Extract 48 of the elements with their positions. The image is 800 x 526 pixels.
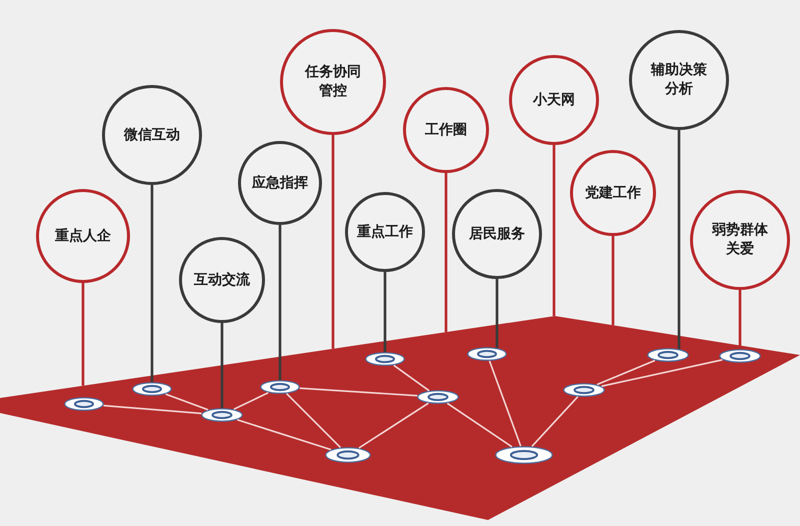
disc-marker — [365, 352, 405, 366]
circle-label: 微信互动 — [122, 126, 181, 144]
circle-label: 居民服务 — [468, 224, 526, 244]
pin-stem — [552, 145, 556, 316]
disc-marker — [132, 382, 172, 396]
connector-line — [236, 419, 332, 450]
pin-stem — [612, 236, 614, 326]
disc-marker — [467, 347, 507, 361]
connector-line — [234, 392, 269, 410]
disc-marker — [563, 383, 605, 397]
disc-marker — [417, 390, 459, 404]
disc-marker — [719, 349, 761, 363]
connector-line — [358, 402, 429, 449]
connector-line — [531, 396, 578, 447]
circle-label: 互动交流 — [193, 270, 251, 290]
circle-label: 重点工作 — [356, 222, 414, 242]
pin-stem — [278, 225, 282, 380]
connector-line — [596, 360, 656, 386]
disc-marker — [647, 348, 689, 362]
circle-label: 弱势群体关爱 — [710, 221, 769, 259]
pin-stem — [444, 173, 448, 332]
pin-stem — [332, 135, 334, 349]
circle-label: 小天网 — [532, 90, 576, 110]
connector-line — [165, 393, 208, 411]
pin-stem — [678, 130, 680, 349]
circle-label: 重点人企 — [54, 226, 112, 246]
connector-line — [488, 360, 522, 446]
connector-line — [103, 404, 202, 414]
circle-label: 应急指挥 — [250, 174, 309, 192]
circle-label: 工作圈 — [424, 120, 468, 140]
circle-label: 辅助决策分析 — [650, 61, 708, 99]
connector-line — [601, 359, 723, 387]
pin-stem — [82, 283, 84, 386]
circle-label: 党建工作 — [584, 184, 642, 202]
connector-line — [300, 387, 418, 396]
connector-line — [286, 393, 341, 448]
disc-marker — [201, 408, 243, 422]
pin-stem — [150, 185, 154, 382]
pin-stem — [496, 279, 498, 348]
disc-marker — [260, 380, 300, 394]
circle-label: 任务协同管控 — [304, 63, 362, 101]
connector-line — [393, 364, 430, 392]
connector-line — [446, 402, 512, 448]
disc-marker — [325, 447, 371, 463]
pin-stem — [384, 272, 386, 352]
disc-marker — [495, 446, 553, 464]
pin-stem — [220, 323, 224, 408]
disc-marker — [64, 397, 104, 411]
